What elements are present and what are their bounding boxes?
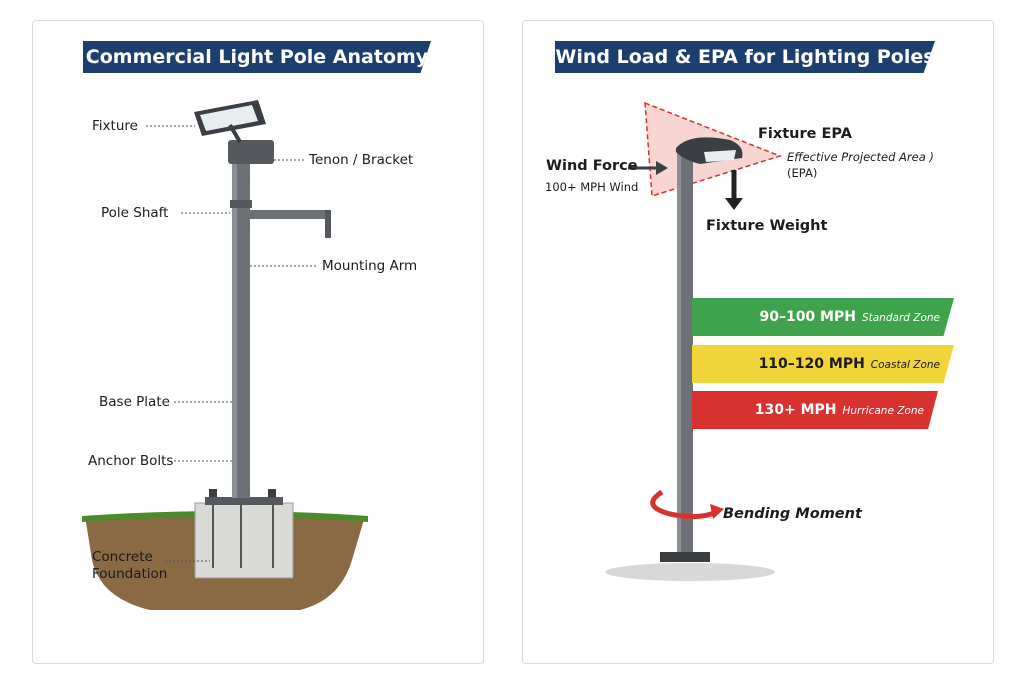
label-fixture: Fixture	[92, 118, 138, 134]
wind-load-title: Wind Load & EPA for Lighting Poles	[555, 41, 935, 73]
anatomy-title: Commercial Light Pole Anatomy	[83, 41, 431, 73]
zone-coastal: 110–120 MPH Coastal Zone	[692, 345, 954, 383]
wind-base-plate	[660, 552, 710, 562]
label-pole-shaft: Pole Shaft	[101, 205, 169, 221]
ground-shadow	[605, 563, 775, 581]
cobra-head-fixture	[676, 137, 743, 164]
zone-coastal-speed: 110–120 MPH	[758, 356, 865, 372]
label-foundation: Foundation	[92, 566, 168, 582]
label-bending-moment: Bending Moment	[723, 506, 862, 522]
bending-moment-arrow	[650, 489, 718, 520]
zone-hurricane-speed: 130+ MPH	[754, 402, 837, 418]
label-epa-description: Effective Projected Area )	[787, 150, 934, 164]
zone-hurricane: 130+ MPH Hurricane Zone	[692, 391, 938, 429]
zone-hurricane-name: Hurricane Zone	[842, 405, 925, 417]
tenon-bracket	[228, 140, 274, 164]
concrete-foundation	[194, 502, 294, 579]
label-wind-speed: 100+ MPH Wind	[545, 180, 639, 194]
label-tenon-bracket: Tenon / Bracket	[309, 152, 414, 168]
label-mounting-arm: Mounting Arm	[322, 258, 418, 274]
wind-load-panel: Wind Load & EPA for Lighting Poles	[522, 20, 994, 664]
zone-standard-speed: 90–100 MPH	[759, 309, 856, 325]
zone-standard: 90–100 MPH Standard Zone	[692, 298, 954, 336]
zone-coastal-name: Coastal Zone	[870, 359, 940, 371]
fixture-head	[194, 100, 266, 144]
mounting-arm	[250, 210, 328, 219]
zone-standard-name: Standard Zone	[861, 312, 940, 324]
label-fixture-epa: Fixture EPA	[758, 126, 852, 142]
label-anchor-bolts: Anchor Bolts	[88, 453, 174, 469]
base-plate	[205, 497, 283, 505]
leader-lines	[146, 125, 318, 562]
label-concrete: Concrete	[92, 549, 153, 565]
label-epa-abbr: (EPA)	[787, 166, 818, 180]
label-wind-force: Wind Force	[546, 158, 638, 174]
label-fixture-weight: Fixture Weight	[706, 218, 828, 234]
label-base-plate: Base Plate	[99, 394, 170, 410]
